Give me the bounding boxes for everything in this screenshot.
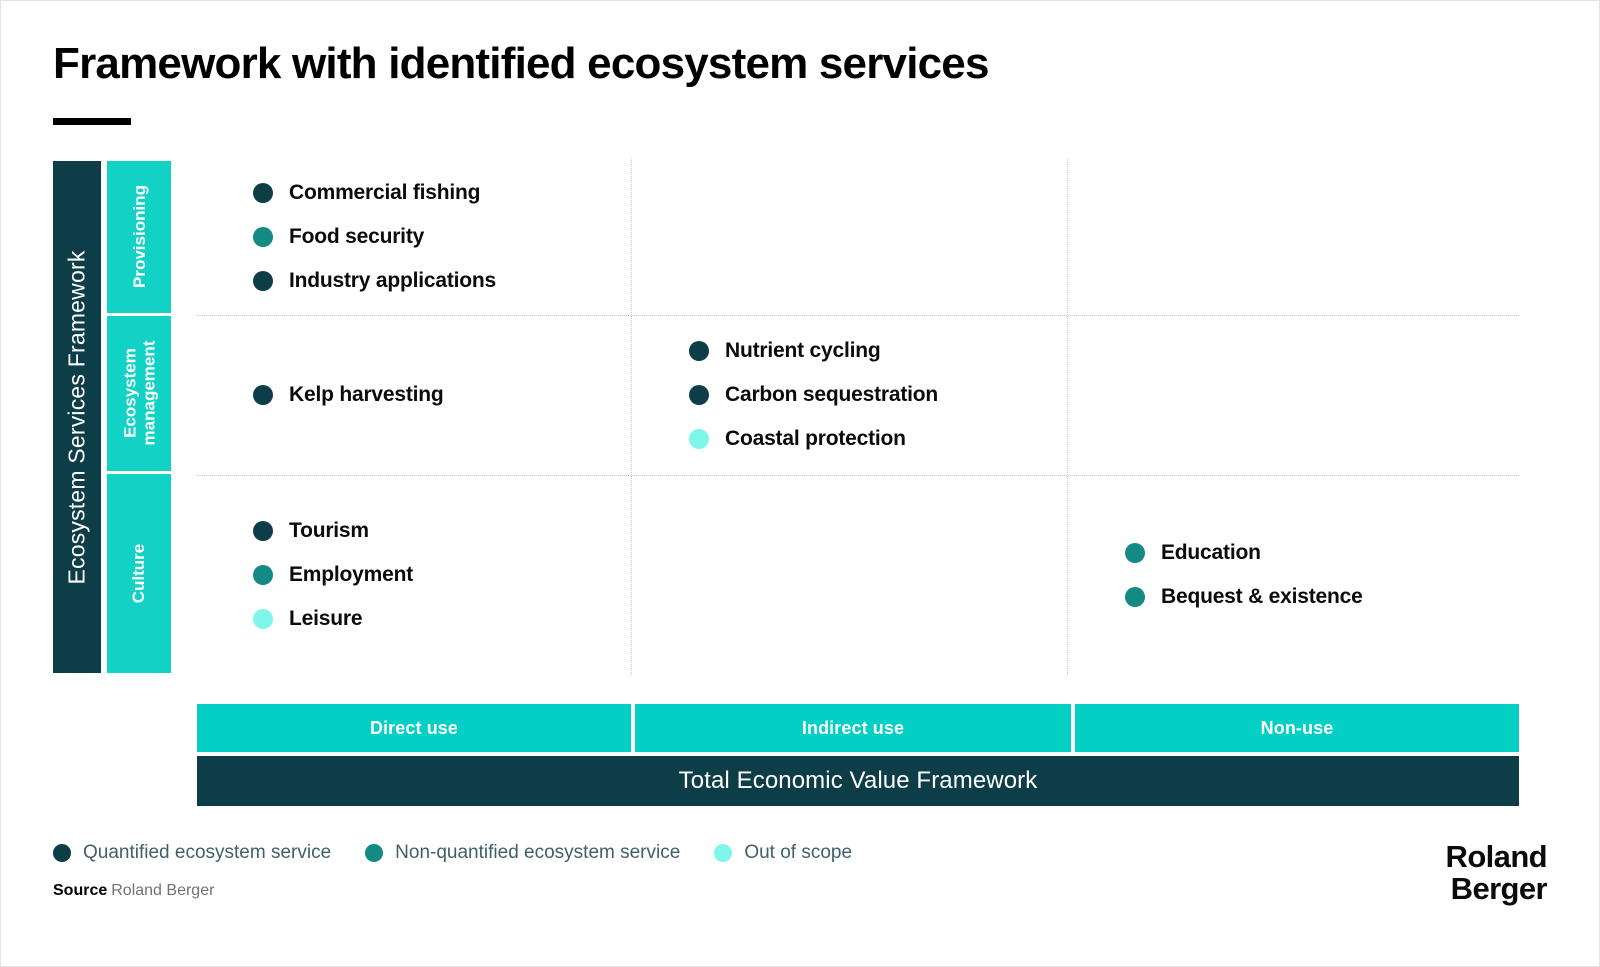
status-dot-nonquantified: [1125, 543, 1145, 563]
ecosystem-service-label: Leisure: [289, 607, 363, 630]
status-dot-nonquantified: [1125, 587, 1145, 607]
page-title: Framework with identified ecosystem serv…: [53, 39, 989, 88]
ecosystem-service-item[interactable]: Education: [1125, 541, 1519, 565]
axis-framework-label-text: Ecosystem Services Framework: [63, 249, 90, 585]
legend-item: Out of scope: [714, 842, 852, 864]
legend-label: Non-quantified ecosystem service: [395, 842, 681, 863]
category-band-ecosystem-management: Ecosystem management: [107, 316, 171, 471]
category-band-culture: Culture: [107, 474, 171, 673]
matrix-cell-ecosystem-nonuse: [1125, 315, 1519, 475]
legend-dot-quantified: [53, 844, 71, 862]
category-band-provisioning-text: Provisioning: [129, 185, 149, 289]
status-dot-quantified: [253, 521, 273, 541]
roland-berger-logo: Roland Berger: [1445, 839, 1548, 906]
matrix-horizontal-divider-2: [197, 475, 1519, 476]
ecosystem-service-item[interactable]: Kelp harvesting: [253, 383, 631, 407]
ecosystem-service-item[interactable]: Employment: [253, 563, 631, 587]
logo-line-1: Roland: [1445, 839, 1548, 874]
category-line-1: Ecosystem: [119, 348, 139, 439]
ecosystem-service-label: Commercial fishing: [289, 180, 481, 204]
total-economic-value-bar: Total Economic Value Framework: [197, 756, 1519, 806]
category-band-culture-text: Culture: [129, 543, 149, 604]
source-value: Roland Berger: [111, 882, 215, 899]
matrix-cell-provisioning-nonuse: [1125, 158, 1519, 315]
matrix-cell-ecosystem-direct: Kelp harvesting: [253, 315, 631, 475]
status-dot-outofscope: [689, 429, 709, 449]
ecosystem-service-item[interactable]: Bequest & existence: [1125, 585, 1519, 609]
title-underline-rule: [53, 118, 131, 125]
matrix-vertical-divider-2: [1067, 158, 1068, 675]
ecosystem-service-item[interactable]: Commercial fishing: [253, 181, 631, 205]
matrix-cell-provisioning-indirect: [689, 158, 1067, 315]
use-bar-non-use[interactable]: Non-use: [1075, 704, 1519, 752]
status-dot-outofscope: [253, 609, 273, 629]
ecosystem-service-label: Coastal protection: [725, 427, 906, 450]
category-band-ecosystem-management-text: Ecosystem management: [120, 341, 158, 446]
logo-line-2: Berger: [1450, 870, 1548, 906]
status-dot-nonquantified: [253, 565, 273, 585]
use-bar-indirect-use[interactable]: Indirect use: [635, 704, 1071, 752]
legend-item: Quantified ecosystem service: [53, 842, 331, 864]
use-bar-direct-use[interactable]: Direct use: [197, 704, 631, 752]
category-line-2: management: [139, 341, 158, 446]
ecosystem-service-label: Tourism: [289, 519, 369, 542]
ecosystem-service-item[interactable]: Food security: [253, 225, 631, 249]
status-dot-quantified: [253, 270, 273, 291]
ecosystem-service-label: Employment: [289, 563, 414, 586]
matrix-vertical-divider-1: [631, 158, 632, 675]
status-dot-quantified: [253, 182, 273, 203]
ecosystem-service-item[interactable]: Leisure: [253, 607, 631, 631]
ecosystem-service-item[interactable]: Coastal protection: [689, 427, 1067, 451]
matrix-cell-culture-indirect: [689, 475, 1067, 675]
ecosystem-service-item[interactable]: Industry applications: [253, 269, 631, 293]
status-dot-quantified: [253, 385, 273, 405]
ecosystem-service-label: Kelp harvesting: [289, 383, 444, 406]
ecosystem-service-label: Education: [1161, 541, 1261, 564]
axis-framework-label: Ecosystem Services Framework: [53, 161, 101, 673]
use-type-bar-group: Direct use Indirect use Non-use: [197, 704, 1519, 752]
status-dot-quantified: [689, 385, 709, 405]
legend-label: Out of scope: [744, 842, 853, 863]
ecosystem-service-item[interactable]: Carbon sequestration: [689, 383, 1067, 407]
legend-dot-nonquantified: [365, 844, 384, 862]
ecosystem-service-label: Carbon sequestration: [725, 383, 939, 406]
ecosystem-service-label: Nutrient cycling: [725, 339, 881, 362]
ecosystem-service-item[interactable]: Tourism: [253, 519, 631, 543]
ecosystem-service-label: Industry applications: [289, 268, 496, 292]
status-dot-nonquantified: [253, 226, 273, 247]
ecosystem-service-label: Food security: [289, 224, 425, 248]
legend-label: Quantified ecosystem service: [83, 842, 332, 863]
status-dot-quantified: [689, 341, 709, 361]
matrix-horizontal-divider-1: [197, 315, 1519, 316]
legend-item: Non-quantified ecosystem service: [365, 842, 680, 864]
ecosystem-service-item[interactable]: Nutrient cycling: [689, 339, 1067, 363]
ecosystem-service-label: Bequest & existence: [1161, 585, 1363, 608]
legend: Quantified ecosystem service Non-quantifi…: [53, 842, 852, 864]
category-band-provisioning: Provisioning: [107, 161, 171, 313]
legend-dot-outofscope: [714, 844, 733, 862]
source-label: Source: [53, 882, 108, 899]
